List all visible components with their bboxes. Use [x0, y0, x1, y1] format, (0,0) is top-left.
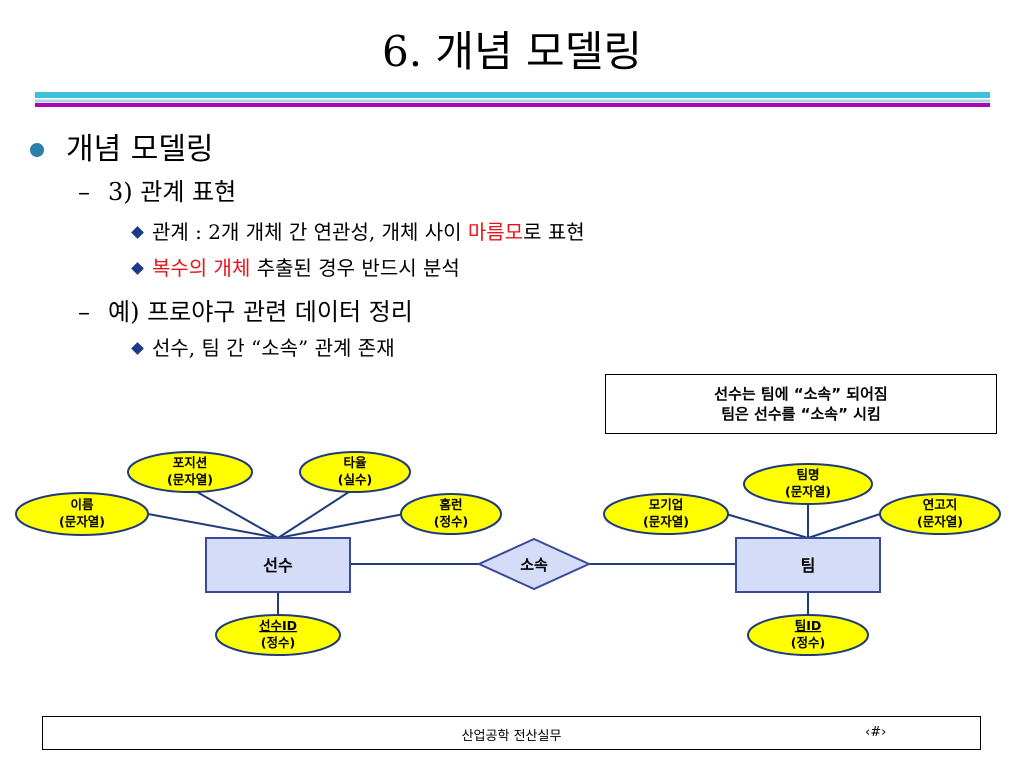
entity-team-label: 팀: [801, 556, 816, 575]
item-player-team-text: 선수, 팀 간 “소속” 관계 존재: [152, 336, 395, 360]
bullet-level1: 개념 모델링: [30, 130, 214, 170]
rule-purple-band: [35, 103, 990, 107]
attr-team-name: 팀명 (문자열): [743, 463, 873, 505]
slide-title: 6. 개념 모델링: [382, 27, 642, 76]
line-player-homerun: [277, 513, 405, 539]
note-line-1: 선수는 팀에 “소속” 되어짐: [714, 385, 888, 403]
dash-icon: –: [78, 178, 90, 206]
attr-player-id-name: 선수ID: [259, 618, 297, 633]
rule-white-gap: [35, 98, 990, 100]
attr-team-id-type: (정수): [791, 635, 825, 650]
attr-batting-avg-type: (실수): [338, 472, 372, 487]
attr-team-id-name: 팀ID: [795, 618, 822, 633]
line-team-city: [807, 513, 881, 539]
footer-box: 산업공학 전산실무 ‹#›: [42, 716, 981, 750]
attr-batting-avg: 타율 (실수): [299, 451, 411, 493]
note-line-2: 팀은 선수를 “소속” 시킴: [721, 405, 881, 423]
relationship-note-box: 선수는 팀에 “소속” 되어짐 팀은 선수를 “소속” 시킴: [605, 374, 997, 434]
attr-home-city-name: 연고지: [923, 497, 958, 512]
attr-homerun: 홈런 (정수): [400, 493, 502, 535]
attr-name-type: (문자열): [59, 514, 105, 529]
rule-light-band: [35, 99, 990, 103]
item-relationship-def-prefix: 관계 : 2개 개체 간 연관성, 개체 사이: [152, 220, 468, 244]
item-multiple-entities-suffix: 추출된 경우 반드시 분석: [250, 256, 460, 280]
bullet-level1-text: 개념 모델링: [66, 132, 214, 167]
sub-bullet-relationship: –3) 관계 표현: [78, 176, 236, 208]
footer-course-name: 산업공학 전산실무: [461, 729, 562, 744]
item-relationship-def: 관계 : 2개 개체 간 연관성, 개체 사이 마름모로 표현: [131, 218, 585, 246]
attr-position-name: 포지션: [173, 455, 208, 470]
relationship-label: 소속: [520, 556, 548, 574]
sub-bullet-relationship-text: 3) 관계 표현: [108, 178, 237, 206]
round-bullet-icon: [30, 143, 44, 157]
sub-bullet-example: –예) 프로야구 관련 데이터 정리: [78, 296, 413, 328]
attr-parent-company-type: (문자열): [643, 514, 689, 529]
attr-parent-company-name: 모기업: [649, 497, 684, 512]
attr-homerun-name: 홈런: [439, 497, 462, 512]
entity-player-label: 선수: [263, 556, 293, 575]
attr-name-name: 이름: [70, 497, 94, 512]
er-diagram: 선수 팀 소속 포지션 (문자열) 타율 (실수) 이름 (문자열) 홈런 (정…: [15, 451, 1001, 656]
sub-bullet-example-text: 예) 프로야구 관련 데이터 정리: [108, 298, 413, 326]
attr-homerun-type: (정수): [434, 514, 468, 529]
line-player-name: [147, 513, 279, 539]
attr-player-id-type: (정수): [261, 635, 295, 650]
attr-team-id: 팀ID (정수): [747, 614, 869, 656]
entity-player: 선수: [205, 537, 351, 593]
line-player-battingavg: [277, 487, 356, 539]
item-player-team: 선수, 팀 간 “소속” 관계 존재: [131, 334, 395, 362]
title-rule: [35, 92, 990, 107]
item-multiple-entities: 복수의 개체 추출된 경우 반드시 분석: [131, 254, 460, 282]
attr-name: 이름 (문자열): [15, 492, 149, 536]
item-multiple-entities-highlight: 복수의 개체: [152, 256, 251, 280]
item-relationship-def-highlight: 마름모: [467, 220, 524, 244]
attr-parent-company: 모기업 (문자열): [603, 493, 729, 535]
attr-team-name-name: 팀명: [796, 467, 819, 482]
attr-position-type: (문자열): [167, 472, 213, 487]
footer-page-number: ‹#›: [865, 725, 887, 740]
attr-position: 포지션 (문자열): [127, 451, 253, 493]
attr-home-city: 연고지 (문자열): [879, 493, 1001, 535]
attr-team-name-type: (문자열): [785, 484, 831, 499]
attr-home-city-type: (문자열): [917, 514, 963, 529]
connector-lines: [147, 487, 881, 617]
line-team-company: [725, 513, 809, 539]
item-relationship-def-suffix: 로 표현: [523, 220, 585, 244]
attr-player-id: 선수ID (정수): [215, 614, 341, 656]
entity-team: 팀: [735, 537, 881, 593]
relationship-belongs: 소속: [476, 537, 592, 591]
attr-batting-avg-name: 타율: [343, 455, 367, 470]
line-player-position: [189, 487, 279, 539]
dash-icon: –: [78, 298, 90, 326]
rule-cyan-band: [35, 92, 990, 98]
